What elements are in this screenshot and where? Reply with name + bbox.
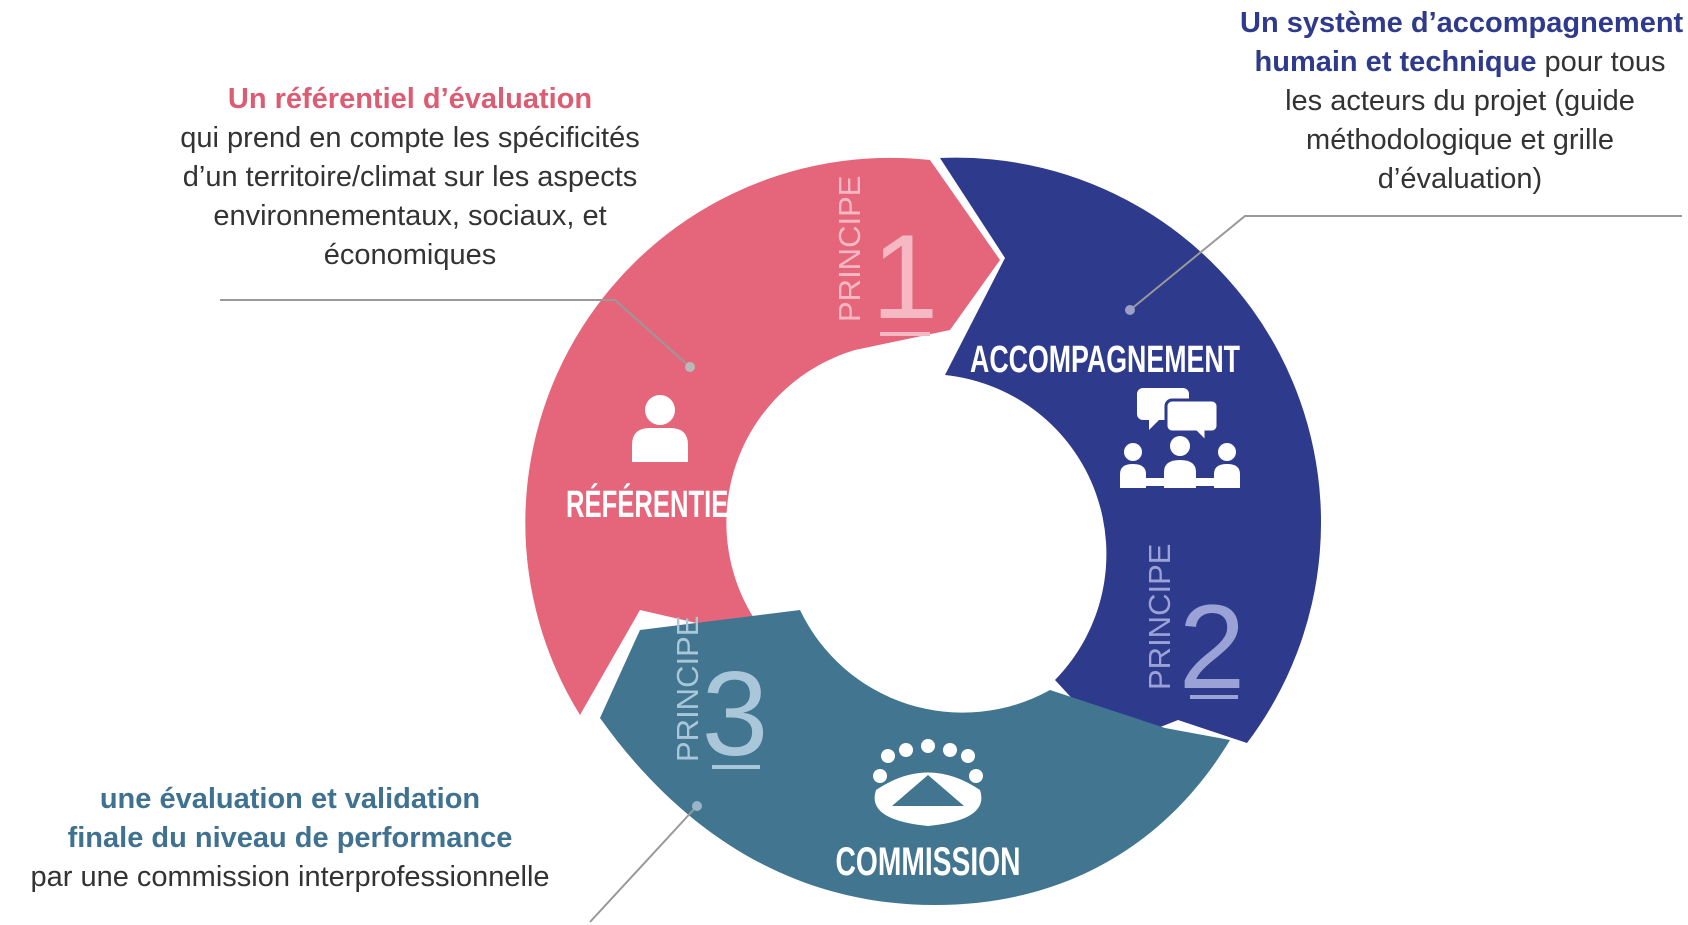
callout-commission-heading-1: une évaluation et validation: [99, 783, 481, 815]
connector-accompagnement: [1125, 215, 1682, 315]
callout-commission-line-1: par une commission interprofessionnelle: [30, 861, 550, 893]
callout-accompagnement-line-2: méthodologique et grille: [1306, 124, 1614, 156]
callout-referentiel-line-1: qui prend en compte les spécificités: [180, 122, 640, 154]
callout-accompagnement-line-3: d’évaluation): [1377, 163, 1543, 195]
round-table-icon: [873, 739, 983, 826]
callout-accompagnement: Un système d’accompagnement humain et te…: [1240, 4, 1684, 199]
callout-accompagnement-heading-2: humain et technique: [1254, 46, 1537, 78]
callout-accompagnement-line-1: les acteurs du projet (guide: [1285, 85, 1635, 117]
segment-commission: [600, 610, 1230, 905]
principle-2: PRINCIPE 2: [1142, 544, 1245, 714]
title-referentiel: RÉFÉRENTIEL: [566, 482, 744, 526]
callout-accompagnement-heading-2-rest: pour tous: [1536, 46, 1666, 78]
callout-accompagnement-heading-1: Un système d’accompagnement: [1240, 7, 1684, 39]
callout-commission-heading-2: finale du niveau de performance: [67, 822, 513, 854]
callout-referentiel-heading: Un référentiel d’évaluation: [227, 83, 593, 115]
callout-referentiel-line-4: économiques: [323, 239, 497, 271]
principle-1: PRINCIPE 1: [832, 176, 938, 344]
title-commission: COMMISSION: [836, 840, 1021, 884]
principle-3-word: PRINCIPE: [670, 616, 705, 762]
person-icon: [632, 395, 688, 462]
callout-referentiel-line-3: environnementaux, sociaux, et: [213, 200, 607, 232]
connector-referentiel: [220, 299, 695, 372]
principle-2-word: PRINCIPE: [1142, 544, 1177, 690]
principle-1-word: PRINCIPE: [832, 176, 867, 322]
callout-commission: une évaluation et validation finale du n…: [0, 780, 580, 897]
callout-referentiel: Un référentiel d’évaluation qui prend en…: [160, 80, 660, 275]
segment-referentiel: [525, 157, 1000, 716]
principle-3: PRINCIPE 3: [670, 616, 768, 781]
principle-2-number: 2: [1179, 580, 1246, 714]
title-accompagnement: ACCOMPAGNEMENT: [970, 339, 1240, 381]
principle-3-number: 3: [702, 647, 769, 781]
meeting-chat-icon: [1120, 388, 1240, 488]
connector-commission: [589, 801, 702, 923]
principle-1-number: 1: [872, 210, 939, 344]
callout-referentiel-line-2: d’un territoire/climat sur les aspects: [182, 161, 638, 193]
